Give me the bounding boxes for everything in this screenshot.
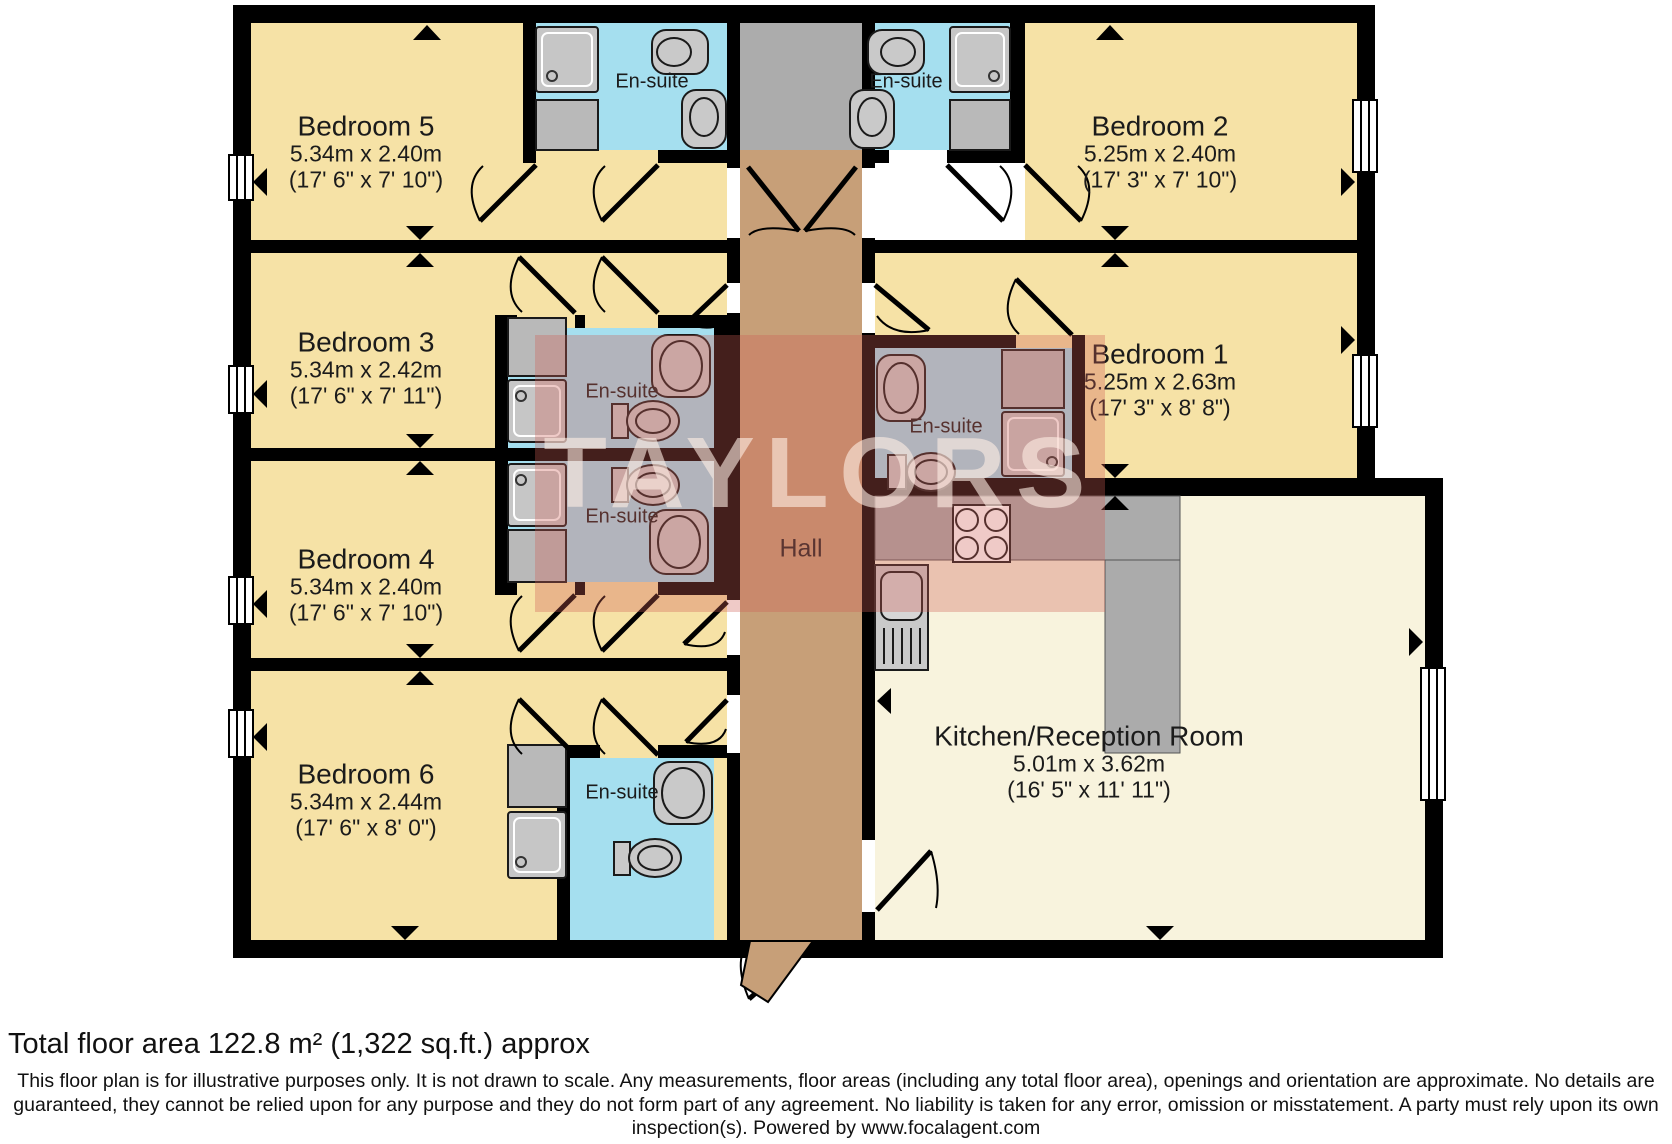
shower-icon: [507, 811, 567, 879]
toilet-icon: [681, 89, 727, 149]
door-arcs: [470, 165, 1091, 1000]
wall-b3-b4: [251, 448, 495, 461]
toilet-icon: [651, 29, 709, 75]
marker-left-icon: [253, 590, 267, 618]
hob-icon: [952, 504, 1011, 563]
hall-floor: [740, 150, 862, 940]
total-floor-area: Total floor area 122.8 m² (1,322 sq.ft.)…: [8, 1028, 590, 1060]
kitchen-counter-island: [1104, 559, 1181, 754]
marker-down-icon: [1146, 926, 1174, 940]
toilet-icon: [849, 89, 895, 149]
marker-left-icon: [253, 380, 267, 408]
basin-icon: [653, 761, 713, 825]
wall-top: [233, 5, 1375, 23]
toilet-icon: [613, 838, 682, 878]
basin-icon: [876, 354, 926, 422]
bathroom-fixtures: [507, 26, 1065, 879]
cupboard-icon: [949, 99, 1011, 151]
bedroom-2-floor: [1025, 23, 1357, 240]
door-leaves: [478, 163, 1083, 1001]
wall-b5-b3: [251, 240, 727, 253]
marker-down-icon: [391, 926, 419, 940]
marker-left-icon: [253, 168, 267, 196]
marker-up-icon: [413, 25, 441, 40]
cupboard-icon: [507, 317, 567, 377]
marker-up-icon: [406, 671, 434, 685]
window-kitchen: [1420, 667, 1446, 801]
wall-b4-b6: [251, 658, 727, 671]
sink-icon: [874, 564, 929, 671]
shower-icon: [535, 26, 599, 93]
marker-right-icon: [1341, 168, 1355, 196]
shower-icon: [949, 26, 1011, 93]
marker-down-icon: [406, 226, 434, 240]
cupboard-icon: [1001, 349, 1065, 409]
shower-icon: [1001, 411, 1065, 477]
marker-down-icon: [406, 434, 434, 448]
window-bedroom5: [228, 154, 254, 201]
marker-down-icon: [1101, 226, 1129, 240]
measurement-markers: [253, 25, 1423, 940]
window-bedroom3: [228, 365, 254, 414]
shower-icon: [507, 463, 567, 527]
marker-up-icon: [1101, 253, 1129, 267]
marker-right-icon: [1409, 628, 1423, 656]
marker-up-icon: [1096, 25, 1124, 40]
window-bedroom2: [1352, 99, 1378, 173]
marker-down-icon: [406, 644, 434, 658]
marker-down-icon: [1101, 464, 1129, 478]
basin-icon: [651, 334, 711, 398]
vestibule-floor: [740, 23, 862, 150]
doors: [470, 163, 1091, 1004]
marker-left-icon: [253, 723, 267, 751]
cupboard-icon: [535, 99, 599, 151]
disclaimer-text: This floor plan is for illustrative purp…: [13, 1070, 1659, 1139]
cupboard-icon: [507, 744, 567, 808]
basin-icon: [649, 509, 709, 575]
marker-up-icon: [406, 253, 434, 267]
window-bedroom1: [1352, 354, 1378, 428]
toilet-icon: [611, 464, 680, 506]
wall-left: [233, 5, 251, 958]
wall-kitchen-step: [1357, 478, 1443, 496]
window-bedroom6: [228, 709, 254, 758]
marker-up-icon: [406, 461, 434, 475]
marker-right-icon: [1341, 326, 1355, 354]
shower-icon: [507, 379, 567, 443]
toilet-icon: [867, 29, 925, 75]
entry-door-leaf: [739, 940, 815, 1004]
toilet-icon: [611, 400, 680, 442]
windows: [228, 99, 1446, 801]
marker-up-icon: [1101, 496, 1129, 510]
window-bedroom4: [228, 576, 254, 625]
cupboard-icon: [507, 529, 567, 583]
marker-left-icon: [877, 688, 891, 714]
kitchen-units: [874, 495, 1181, 754]
wall-bottom: [233, 940, 1443, 958]
kitchen-counter-top: [874, 495, 1181, 561]
toilet-icon: [887, 452, 956, 492]
wall-b1-kitchen: [875, 478, 1357, 496]
wall-b2-b1: [875, 240, 1357, 253]
